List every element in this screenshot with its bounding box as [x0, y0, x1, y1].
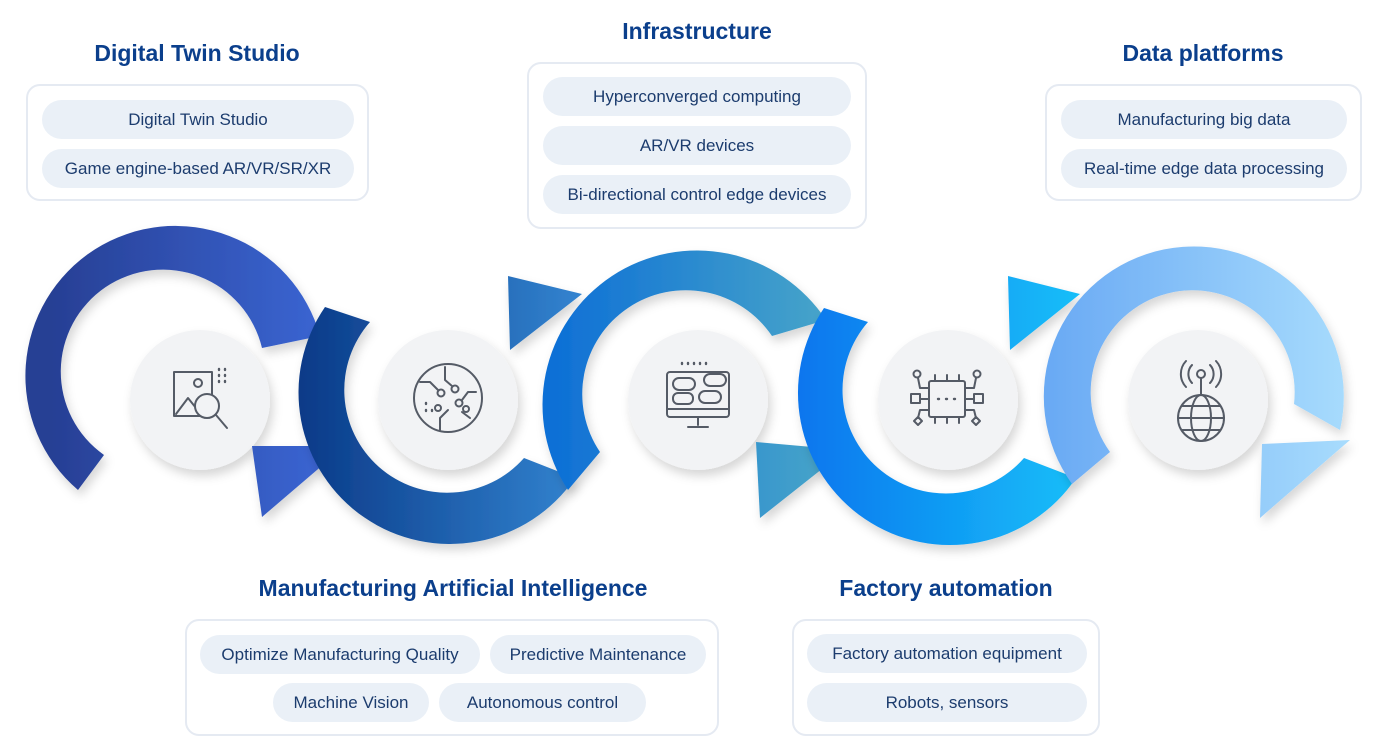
section-title-infrastructure: Infrastructure: [622, 18, 772, 44]
factory-automation-box: Factory automation equipment Robots, sen…: [792, 619, 1100, 736]
flow-arc-4: [797, 276, 1080, 546]
monitor-chat-icon: [666, 361, 730, 428]
pill-factory-automation-equipment: Factory automation equipment: [807, 634, 1087, 673]
pill-optimize-quality: Optimize Manufacturing Quality: [200, 635, 480, 674]
flow-arc-2: [298, 276, 582, 545]
pill-machine-vision: Machine Vision: [273, 683, 429, 722]
circuit-globe-icon: [413, 363, 483, 433]
pill-predictive-maintenance: Predictive Maintenance: [490, 635, 706, 674]
pill-manufacturing-big-data: Manufacturing big data: [1061, 100, 1347, 139]
processor-chip-icon: [910, 369, 984, 426]
pill-realtime-edge-data: Real-time edge data processing: [1061, 149, 1347, 188]
section-title-manufacturing-ai: Manufacturing Artificial Intelligence: [258, 575, 648, 601]
manufacturing-ai-box: Optimize Manufacturing Quality Predictiv…: [185, 619, 719, 736]
pill-hyperconverged-computing: Hyperconverged computing: [543, 77, 851, 116]
pill-game-engine-ar-vr: Game engine-based AR/VR/SR/XR: [42, 149, 354, 188]
flow-arc-5: [1043, 246, 1350, 518]
section-title-factory-automation: Factory automation: [839, 575, 1053, 601]
image-search-icon: [173, 367, 228, 429]
antenna-globe-icon: [1177, 360, 1225, 442]
infrastructure-box: Hyperconverged computing AR/VR devices B…: [527, 62, 867, 229]
digital-twin-box: Digital Twin Studio Game engine-based AR…: [26, 84, 369, 201]
pill-digital-twin-studio: Digital Twin Studio: [42, 100, 354, 139]
section-title-digital-twin: Digital Twin Studio: [94, 40, 300, 66]
pill-bidirectional-edge-devices: Bi-directional control edge devices: [543, 175, 851, 214]
data-platforms-box: Manufacturing big data Real-time edge da…: [1045, 84, 1362, 201]
pill-ar-vr-devices: AR/VR devices: [543, 126, 851, 165]
pill-robots-sensors: Robots, sensors: [807, 683, 1087, 722]
section-title-data-platforms: Data platforms: [1122, 40, 1284, 66]
pill-autonomous-control: Autonomous control: [439, 683, 646, 722]
